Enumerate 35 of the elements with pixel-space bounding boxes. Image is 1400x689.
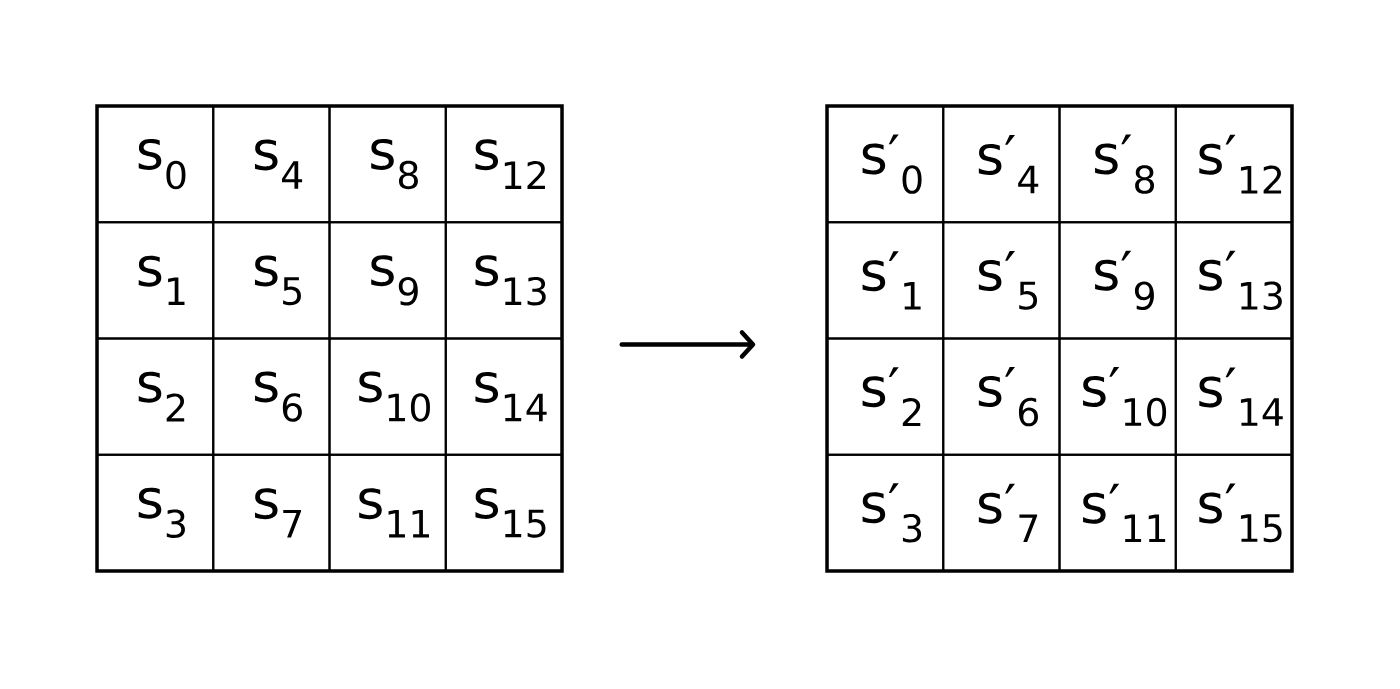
grid-cell: s′$_{1}$ xyxy=(826,221,945,340)
grid-cell: s′$_{11}$ xyxy=(1058,453,1177,572)
grid-cell: s$_{15}$ xyxy=(444,453,563,572)
grid-cell: s′$_{2}$ xyxy=(826,337,945,456)
grid-cell: s′$_{4}$ xyxy=(942,105,1061,224)
grid-cell: s′$_{6}$ xyxy=(942,337,1061,456)
grid-cell: s′$_{15}$ xyxy=(1174,453,1293,572)
grid-cell: s$_{1}$ xyxy=(96,221,215,340)
grid-cell: s′$_{3}$ xyxy=(826,453,945,572)
grid-cell: s′$_{13}$ xyxy=(1174,221,1293,340)
grid-cell: s$_{6}$ xyxy=(212,337,331,456)
grid-cell: s$_{12}$ xyxy=(444,105,563,224)
grid-frame xyxy=(95,104,564,573)
grid-cell: s$_{7}$ xyxy=(212,453,331,572)
grid-cell: s$_{3}$ xyxy=(96,453,215,572)
grid-cell: s′$_{9}$ xyxy=(1058,221,1177,340)
grid-cell: s$_{10}$ xyxy=(328,337,447,456)
grid-cell: s$_{9}$ xyxy=(328,221,447,340)
arrow xyxy=(619,330,756,359)
grid-frame xyxy=(825,104,1294,573)
grid-cell: s$_{4}$ xyxy=(212,105,331,224)
grid-cell: s′$_{0}$ xyxy=(826,105,945,224)
grid-cell: s$_{2}$ xyxy=(96,337,215,456)
grid-cell: s$_{0}$ xyxy=(96,105,215,224)
grid-cell: s$_{5}$ xyxy=(212,221,331,340)
grid-cell: s$_{11}$ xyxy=(328,453,447,572)
grid-cell: s$_{14}$ xyxy=(444,337,563,456)
grid-cell: s′$_{12}$ xyxy=(1174,105,1293,224)
grid-cell: s′$_{10}$ xyxy=(1058,337,1177,456)
grid-cell: s′$_{5}$ xyxy=(942,221,1061,340)
grid-cell: s′$_{7}$ xyxy=(942,453,1061,572)
grid-cell: s′$_{14}$ xyxy=(1174,337,1293,456)
grid-cell: s$_{13}$ xyxy=(444,221,563,340)
grid-cell: s′$_{8}$ xyxy=(1058,105,1177,224)
grid-cell: s$_{8}$ xyxy=(328,105,447,224)
